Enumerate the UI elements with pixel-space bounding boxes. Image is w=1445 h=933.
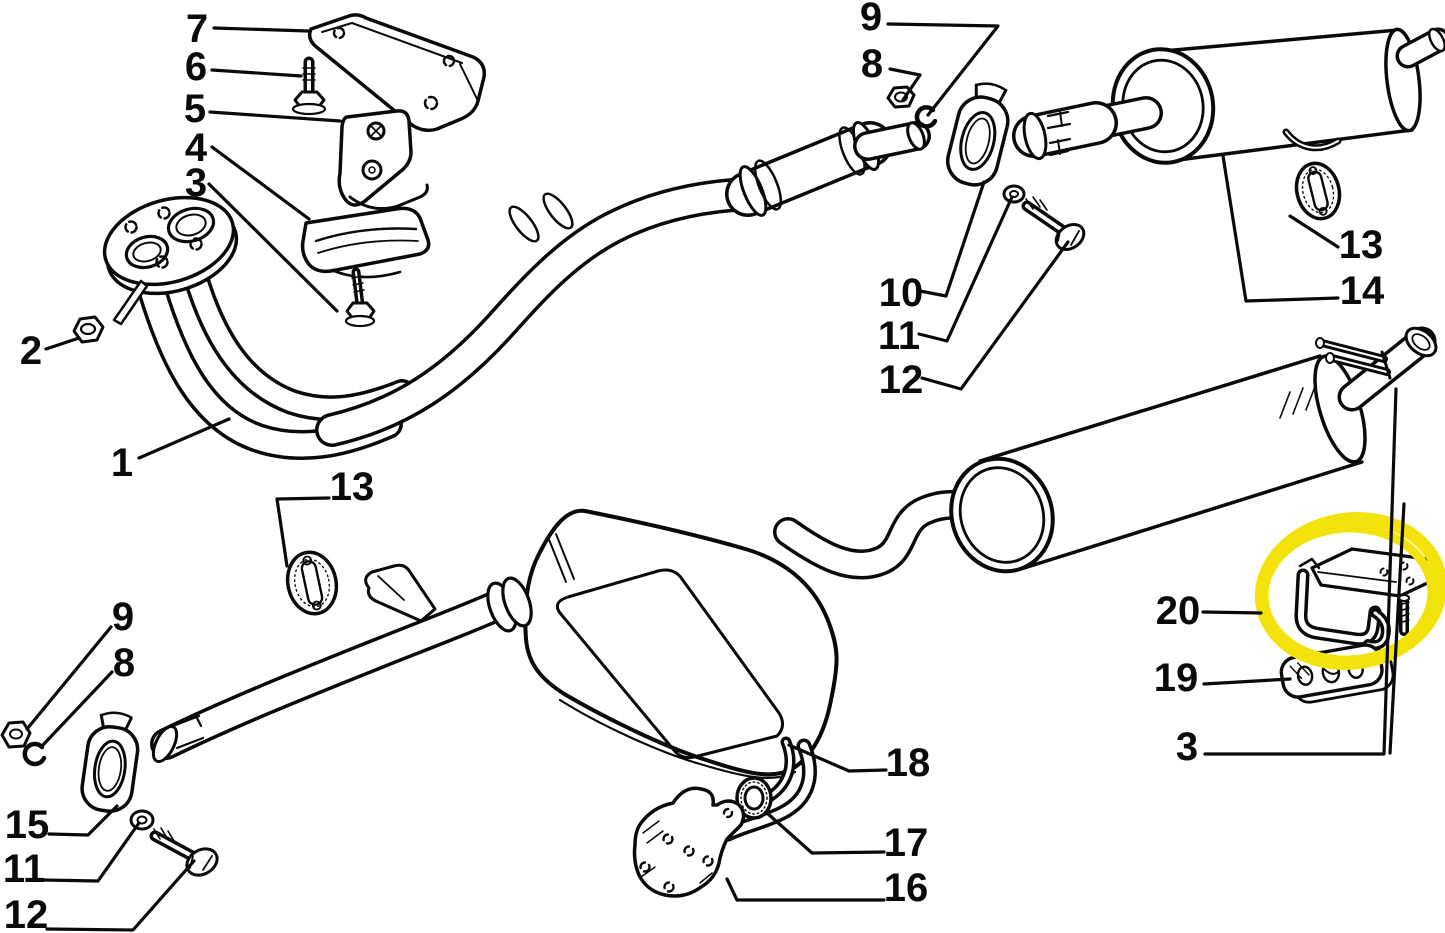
leader-13b xyxy=(275,496,331,568)
leader-3b-2 xyxy=(1388,502,1406,755)
part-label-7: 7 xyxy=(186,7,208,51)
leader-11a xyxy=(917,195,1014,343)
inlet-collar xyxy=(486,576,533,633)
exhaust-clamp-10 xyxy=(945,82,1010,187)
flange-nut-2 xyxy=(72,315,105,344)
hanger-hook-bracket xyxy=(364,563,437,623)
part-label-9b: 9 xyxy=(112,595,134,639)
part-label-9a: 9 xyxy=(860,0,882,39)
leader-12a xyxy=(920,240,1070,391)
part-label-12b: 12 xyxy=(4,893,49,933)
stud-3-bottom xyxy=(1398,594,1410,636)
part-label-18: 18 xyxy=(886,741,931,785)
part-label-6: 6 xyxy=(185,45,207,89)
leader-19 xyxy=(1202,677,1292,686)
part-label-17: 17 xyxy=(884,821,929,865)
part-label-3b: 3 xyxy=(1176,725,1198,769)
leader-layer xyxy=(25,22,1406,932)
part-label-4: 4 xyxy=(185,126,208,170)
part-label-3a: 3 xyxy=(185,161,207,205)
support-bracket-20 xyxy=(1294,547,1442,651)
centre-silencer-14 xyxy=(1012,27,1445,165)
leader-14 xyxy=(1221,154,1340,303)
leader-17 xyxy=(765,811,886,855)
clamp-saddle-4 xyxy=(300,206,431,279)
highlight-ring-2 xyxy=(1259,523,1437,665)
leader-18 xyxy=(787,743,888,773)
part-label-15: 15 xyxy=(5,803,50,847)
part-label-20: 20 xyxy=(1156,589,1201,633)
leader-16 xyxy=(725,877,886,902)
mounting-bracket-16 xyxy=(632,786,746,898)
leader-8a xyxy=(888,67,922,102)
leader-12b xyxy=(45,859,196,932)
support-bracket-5 xyxy=(337,109,429,210)
rubber-hanger-13-mid xyxy=(285,550,339,616)
sealing-ring-17 xyxy=(735,776,773,820)
leader-13a xyxy=(1288,214,1340,249)
clamp-bolt-12-top xyxy=(1021,196,1086,251)
part-label-16: 16 xyxy=(884,866,929,910)
washer-11-top xyxy=(1002,184,1026,204)
leader-2 xyxy=(44,336,81,351)
part-label-5: 5 xyxy=(184,87,206,131)
flex-pipe-section xyxy=(725,121,931,217)
leader-11b xyxy=(41,821,141,883)
part-label-13b: 13 xyxy=(330,465,375,509)
part-label-12a: 12 xyxy=(879,358,924,402)
exhaust-clamp-15 xyxy=(80,711,140,813)
exhaust-flange xyxy=(102,195,239,326)
highlight-layer xyxy=(1254,512,1445,670)
tail-downpipe xyxy=(150,591,510,764)
part-label-11a: 11 xyxy=(878,314,920,358)
front-downpipe xyxy=(137,177,765,461)
leader-15 xyxy=(47,804,119,837)
rubber-hanger-13-top xyxy=(1294,161,1342,221)
leader-3b xyxy=(1203,387,1398,756)
mounting-bracket-7 xyxy=(307,13,487,133)
part-label-10: 10 xyxy=(879,271,924,315)
part-label-13a: 13 xyxy=(1339,223,1384,267)
clamp-stud-3 xyxy=(344,267,376,328)
washer-11-bottom xyxy=(129,809,155,831)
spring-washer-9-top xyxy=(914,105,938,129)
spring-washer-8-bottom xyxy=(22,741,47,767)
leader-9b xyxy=(25,625,113,731)
connecting-pipe xyxy=(773,489,993,580)
leader-7 xyxy=(212,26,310,33)
leader-6 xyxy=(210,68,303,78)
part-label-14: 14 xyxy=(1340,269,1385,313)
part-label-19: 19 xyxy=(1154,656,1199,700)
rear-silencer-cylinder xyxy=(949,326,1438,574)
leader-9a xyxy=(886,22,1000,117)
part-label-1: 1 xyxy=(111,441,133,485)
part-label-11b: 11 xyxy=(3,847,45,891)
leader-10 xyxy=(918,180,986,298)
bracket-bolt-6 xyxy=(291,56,327,116)
leader-1 xyxy=(137,417,231,460)
leader-20 xyxy=(1201,610,1263,615)
part-label-2: 2 xyxy=(20,329,42,373)
hex-nut-9-bottom xyxy=(0,720,32,749)
leader-4 xyxy=(210,145,311,221)
part-label-8b: 8 xyxy=(113,641,135,685)
leader-8b xyxy=(40,670,114,748)
clamp-bolt-12-bottom xyxy=(149,827,219,877)
leader-5 xyxy=(208,110,342,123)
part-label-8a: 8 xyxy=(861,42,883,86)
leader-3a xyxy=(207,182,339,313)
